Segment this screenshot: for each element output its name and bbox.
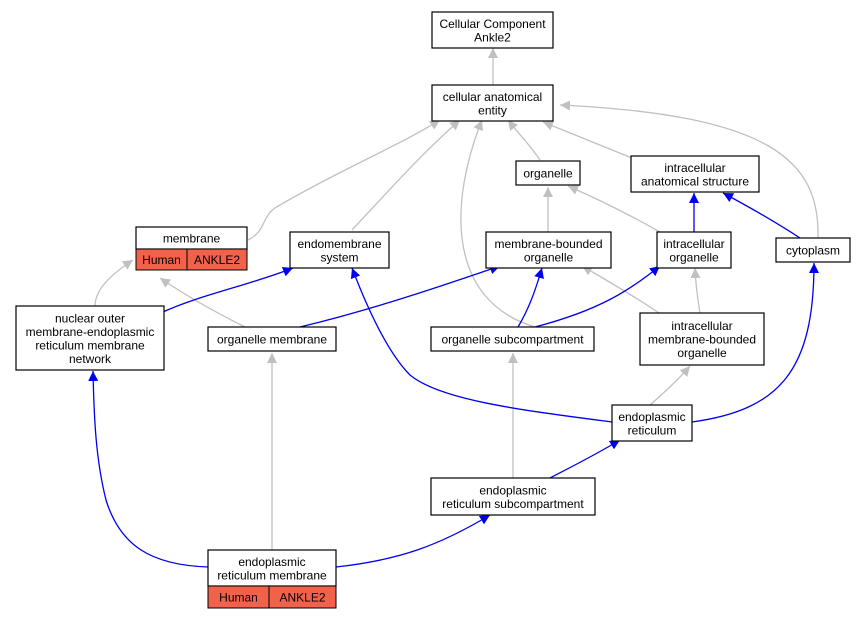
- node-label-line: organelle: [523, 167, 573, 181]
- edge-er-to-endomembrane: [350, 267, 613, 423]
- node-box: [485, 231, 612, 269]
- node-box: [630, 155, 760, 193]
- annotation-species: Human: [142, 253, 181, 267]
- node-label-line: reticulum membrane: [35, 338, 145, 352]
- node-box: [430, 477, 596, 516]
- edge-nom-to-membrane: [94, 259, 134, 307]
- node-label-line: endoplasmic: [479, 483, 546, 497]
- node-box: [775, 237, 851, 263]
- annotation-gene: ANKLE2: [279, 591, 325, 605]
- edge-om-to-mbo: [299, 264, 501, 328]
- organelle-node[interactable]: organelle: [515, 160, 581, 186]
- edge-ias-to-cae: [542, 121, 633, 159]
- node-label-line: membrane-endoplasmic: [26, 325, 155, 339]
- annotation-gene-cell: [268, 585, 337, 609]
- organelle-membrane-node[interactable]: organelle membrane: [207, 326, 337, 352]
- edge-om-to-membrane: [159, 277, 246, 328]
- edge-os-to-io: [534, 265, 661, 328]
- node-label-line: endomembrane: [297, 237, 381, 251]
- node-box: [289, 231, 390, 269]
- edge-erm-to-nom: [88, 370, 209, 568]
- edges-layer: [88, 48, 819, 568]
- edge-er-to-imbo: [649, 365, 691, 406]
- node-label-line: anatomical structure: [641, 174, 749, 188]
- node-label-line: organelle: [524, 250, 574, 264]
- edge-erm-to-ers: [335, 514, 491, 568]
- node-label-line: network: [69, 352, 112, 366]
- node-box: [207, 549, 337, 587]
- node-label-line: membrane: [163, 232, 221, 246]
- edge-endomembrane-to-cae: [351, 119, 461, 231]
- node-box: [639, 312, 765, 366]
- annotation-species: Human: [219, 591, 258, 605]
- annotation-gene: ANKLE2: [194, 253, 240, 267]
- edge-nom-to-endomembrane: [162, 267, 294, 313]
- edge-organelle-to-cae: [507, 119, 541, 161]
- edge-membrane-to-cae: [247, 119, 441, 241]
- node-box: [207, 326, 337, 352]
- node-label-line: reticulum subcompartment: [442, 497, 584, 511]
- node-label-line: Ankle2: [474, 30, 511, 44]
- node-label-line: endoplasmic: [618, 410, 685, 424]
- node-box: [430, 326, 595, 352]
- node-label-line: organelle membrane: [217, 333, 327, 347]
- node-label-line: cytoplasm: [786, 244, 840, 258]
- edge-io-to-organelle: [567, 185, 661, 233]
- node-label-line: endoplasmic: [238, 555, 305, 569]
- node-label-line: membrane-bounded: [648, 333, 756, 347]
- edge-cytoplasm-to-cae: [559, 100, 819, 239]
- node-box: [611, 404, 693, 442]
- edge-os-to-mbo: [517, 267, 544, 328]
- node-label-line: reticulum membrane: [217, 568, 327, 582]
- node-label-line: intracellular: [664, 161, 725, 175]
- cytoplasm-node[interactable]: cytoplasm: [775, 237, 851, 263]
- node-box: [656, 231, 732, 269]
- organelle-subcompartment-node[interactable]: organelle subcompartment: [430, 326, 595, 352]
- nuclear-outer-membrane-er-network-node[interactable]: nuclear outermembrane-endoplasmicreticul…: [15, 305, 165, 371]
- edge-er-to-cytoplasm: [691, 262, 819, 423]
- node-label-line: nuclear outer: [55, 311, 125, 325]
- edge-cytoplasm-to-ias: [722, 192, 801, 239]
- node-label-line: intracellular: [663, 237, 724, 251]
- node-label-line: reticulum: [628, 423, 677, 437]
- edge-imbo-to-mbo: [581, 265, 663, 316]
- node-box: [515, 160, 581, 186]
- node-box: [431, 11, 554, 49]
- node-label-line: entity: [478, 103, 507, 117]
- node-label-line: organelle subcompartment: [441, 333, 584, 347]
- edge-ers-to-er: [549, 439, 621, 479]
- edge-os-to-cae: [460, 119, 536, 328]
- node-box: [15, 305, 165, 371]
- node-label-line: system: [320, 250, 358, 264]
- node-label-line: intracellular: [671, 319, 732, 333]
- node-label-line: organelle: [669, 250, 719, 264]
- edge-imbo-to-io: [690, 267, 701, 314]
- annotation-gene-cell: [186, 248, 248, 271]
- node-label-line: organelle: [677, 346, 727, 360]
- node-box: [431, 84, 554, 122]
- node-label-line: cellular anatomical: [443, 90, 542, 104]
- node-label-line: Cellular Component: [439, 17, 546, 31]
- node-label-line: membrane-bounded: [494, 237, 602, 251]
